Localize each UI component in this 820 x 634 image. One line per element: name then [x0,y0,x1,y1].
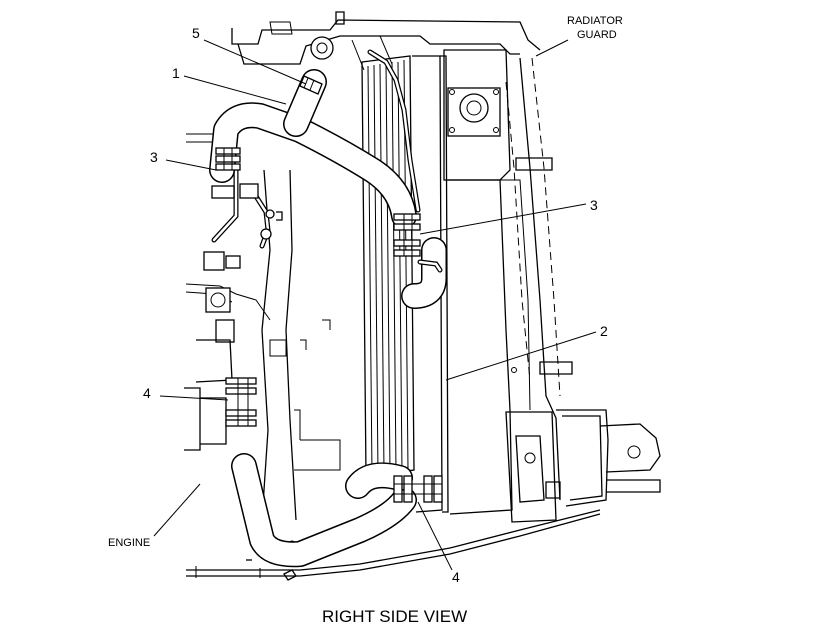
view-caption: RIGHT SIDE VIEW [322,607,467,626]
clamp-left-lower [225,377,257,427]
engine-fittings [203,163,283,271]
callout-2: 2 [600,323,608,339]
leader-3-left [165,159,217,171]
leader-lines [153,39,597,571]
clamp-bottom [393,475,443,503]
radiator-guard [505,57,609,507]
leader-4-left [159,395,229,401]
leader-5 [203,39,307,85]
radiator-guard-label-line2: GUARD [577,29,617,41]
radiator-top-tank [443,49,511,181]
leader-engine [153,483,201,537]
leader-3-right [419,203,587,235]
callout-4-bottom: 4 [452,569,460,585]
callout-3-left: 3 [150,149,158,165]
engine-label: ENGINE [108,537,150,549]
leader-1 [183,75,287,105]
lower-right-mount [505,411,661,523]
leader-2 [445,331,597,381]
callout-3-right: 3 [590,197,598,213]
clamp-upper-left [215,147,241,171]
callout-5: 5 [192,25,200,41]
radiator-guard-label-line1: RADIATOR [567,15,623,27]
lower-coolant-hose [231,237,447,568]
top-frame [231,11,541,71]
bottom-frame [186,509,601,581]
cooler-tube [367,49,443,273]
radiator-core [361,55,415,477]
leader-radiator-guard [535,39,569,57]
clamp-right-upper [393,213,421,257]
hose-clamps [215,75,443,503]
callout-1: 1 [172,65,180,81]
clamp-top-5 [299,75,323,95]
labels: 5 1 3 3 2 4 4 ENGINE RADIATOR GUARD RIGH… [108,15,623,626]
callout-4-left: 4 [143,385,151,401]
leader-4-bottom [417,501,453,571]
